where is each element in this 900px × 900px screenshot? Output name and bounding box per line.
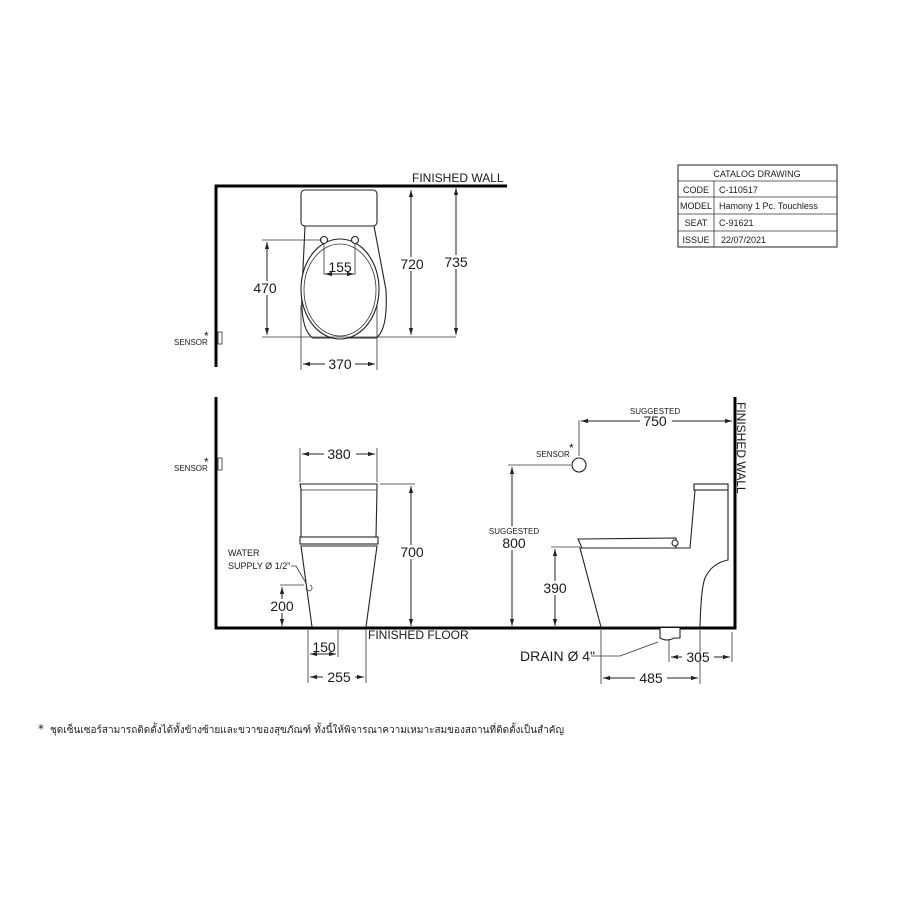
top-view: FINISHED WALL SENSOR * 470 155 720 [174,171,507,372]
dim-base-width: 255 [327,669,351,685]
front-view: FINISHED FLOOR SENSOR * WATER SUPPLY Ø 1… [174,397,737,685]
catalog-seat-value: C-91621 [719,218,754,228]
catalog-issue-value: 22/07/2021 [721,235,766,245]
dim-height: 700 [400,544,424,560]
finished-floor-label: FINISHED FLOOR [368,628,469,642]
dim-tank-width: 380 [327,446,351,462]
catalog-seat-label: SEAT [685,218,708,228]
catalog-table: CATALOG DRAWING CODE C-110517 MODEL Hamo… [677,164,838,248]
seat-side-icon [577,537,677,549]
catalog-code-value: C-110517 [719,185,758,195]
tank-top-icon [300,189,378,227]
catalog-model-label: MODEL [680,201,712,211]
dim-supply-offset: 150 [312,639,336,655]
suggested-label-750: SUGGESTED [630,407,680,416]
finished-wall-label-top: FINISHED WALL [412,171,504,185]
footnote-marker: * [38,722,44,736]
catalog-issue-label: ISSUE [682,235,709,245]
drain-icon [659,628,681,641]
drain-label: DRAIN Ø 4" [520,648,595,664]
dim-water-supply-height: 200 [270,598,294,614]
dim-drain-from-wall: 305 [686,649,710,665]
sensor-label-side: SENSOR [536,450,570,459]
suggested-label-800: SUGGESTED [489,527,539,536]
asterisk-top: * [204,329,209,343]
water-supply-label-1: WATER [228,548,260,558]
dim-hinge-spacing: 155 [328,259,352,275]
asterisk-side: * [569,441,574,455]
sensor-label-top: SENSOR [174,338,208,347]
tank-front-icon [299,483,378,538]
sensor-icon-front [217,457,223,471]
seat-top-icon [300,238,380,340]
sensor-icon-top [217,331,223,345]
dim-overall-length: 735 [444,254,468,270]
finished-wall-label-side: FINISHED WALL [734,402,748,494]
toilet-side-icon [579,484,729,628]
footnote: * ชุดเซ็นเซอร์สามารถติดตั้งได้ทั้งข้างซ้า… [38,722,564,738]
asterisk-front: * [204,455,209,469]
sensor-icon-side [571,457,587,473]
footnote-text: ชุดเซ็นเซอร์สามารถติดตั้งได้ทั้งข้างซ้าย… [50,725,564,736]
water-supply-icon [305,584,313,592]
catalog-model-value: Hamony 1 Pc. Touchless [719,201,818,211]
catalog-title: CATALOG DRAWING [713,169,800,179]
side-view: FINISHED WALL SENSOR * SUGGESTED 750 SUG… [488,402,748,686]
dim-width: 370 [328,356,352,372]
dim-sensor-from-wall: 750 [643,413,667,429]
dim-sensor-height: 800 [502,535,526,551]
seat-front-icon [299,536,379,545]
sensor-label-front: SENSOR [174,464,208,473]
dim-body-length: 720 [400,256,424,272]
base-front-icon [300,545,378,628]
dim-seat-height: 390 [543,580,567,596]
catalog-code-label: CODE [683,185,709,195]
dim-seat-length: 470 [253,280,277,296]
water-supply-label-2: SUPPLY Ø 1/2" [228,561,290,571]
dim-base-depth: 485 [639,670,663,686]
